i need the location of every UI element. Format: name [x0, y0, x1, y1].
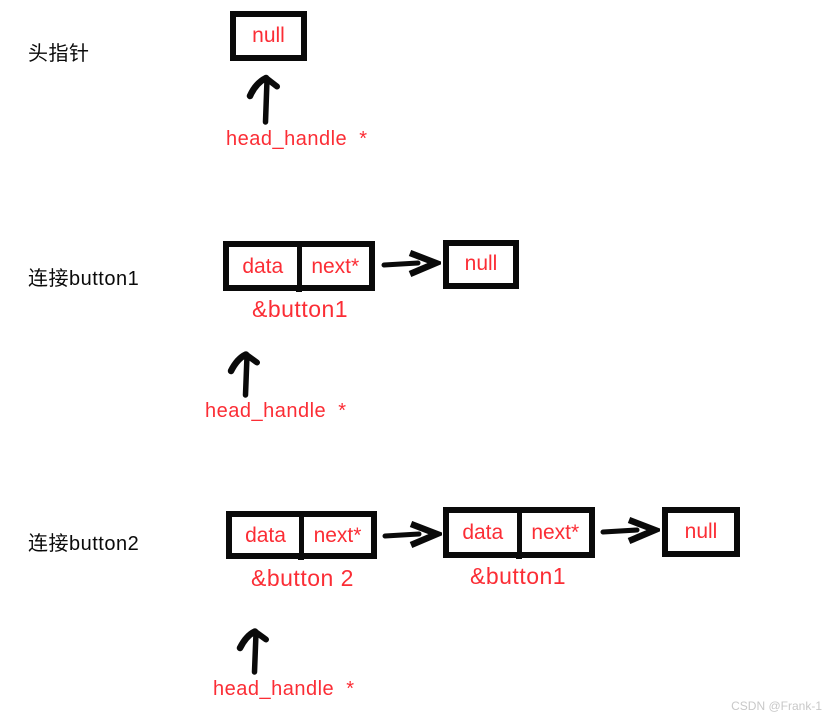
right-arrow-icon	[382, 521, 442, 548]
null-label: null	[684, 519, 718, 543]
up-arrow-icon	[235, 624, 273, 676]
address-label-button2: &button 2	[251, 565, 354, 591]
section-3-label: 连接button2	[28, 533, 140, 555]
cell-divider	[515, 513, 522, 559]
null-box-2: null	[443, 240, 519, 289]
null-box-3: null	[662, 507, 740, 557]
up-arrow-icon	[246, 70, 284, 126]
node-box-button1: data next*	[443, 507, 595, 559]
data-cell: data	[462, 521, 504, 544]
section-1-label: 头指针	[28, 43, 90, 65]
node-box-button1: data next*	[223, 241, 375, 292]
right-arrow-icon	[381, 250, 441, 277]
data-cell: data	[245, 523, 286, 547]
pointer-label-1: head_handle *	[226, 128, 368, 150]
address-label-button1: &button1	[470, 563, 567, 589]
up-arrow-icon	[226, 347, 264, 399]
cell-divider	[295, 247, 302, 292]
pointer-label-3: head_handle *	[213, 678, 355, 700]
cell-divider	[298, 517, 304, 560]
null-label: null	[252, 23, 285, 47]
address-label-button1: &button1	[252, 296, 349, 322]
watermark: CSDN @Frank-1	[731, 699, 822, 713]
section-2-label: 连接button1	[28, 268, 140, 290]
node-box-button2: data next*	[226, 511, 377, 560]
null-box-1: null	[230, 11, 307, 61]
null-label: null	[464, 252, 498, 275]
data-cell: data	[242, 254, 284, 278]
right-arrow-icon	[600, 516, 660, 544]
next-pointer-cell: next*	[311, 254, 360, 278]
next-pointer-cell: next*	[313, 523, 362, 547]
next-pointer-cell: next*	[531, 521, 580, 544]
pointer-label-2: head_handle *	[205, 400, 347, 422]
